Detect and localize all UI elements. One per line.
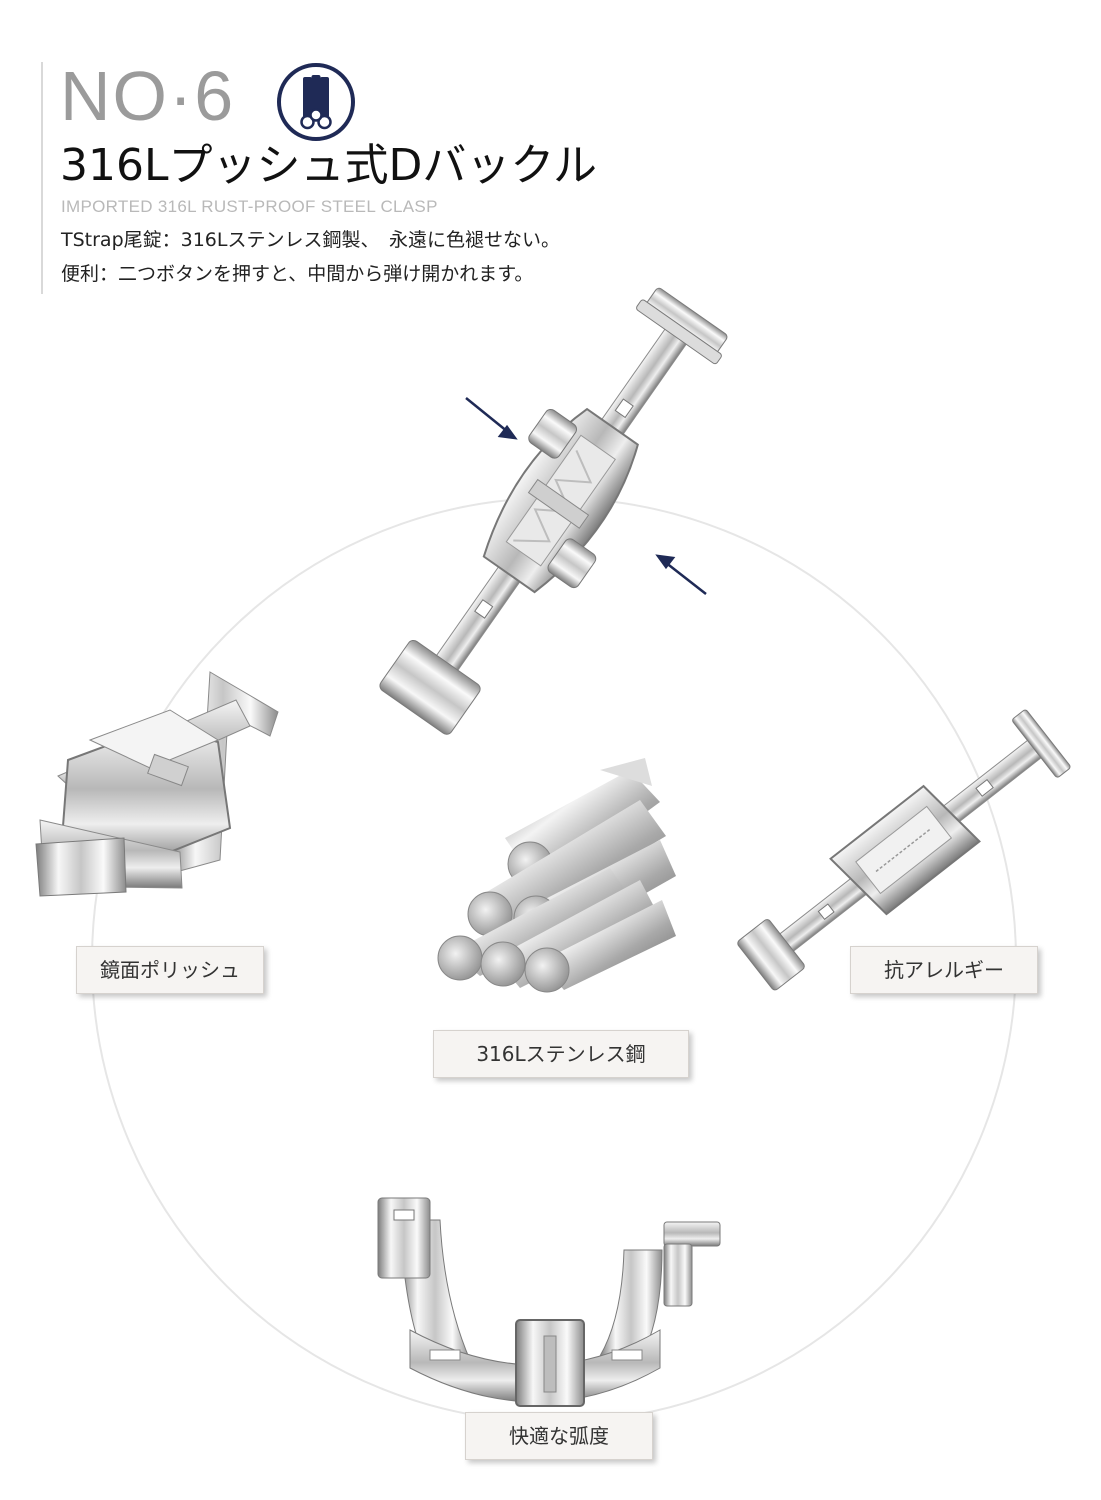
header-divider-line [41,62,43,294]
steel-rods [437,758,676,993]
press-arrow-icon [465,397,518,440]
press-arrow-icon [655,554,707,595]
steel-rods-icon [277,63,355,141]
label-hypoallergenic: 抗アレルギー [850,946,1038,994]
label-comfort-curve: 快適な弧度 [465,1412,653,1460]
section-number: NO·6 [60,57,236,135]
description-line-2: 便利：二つボタンを押すと、中間から弾け開かれます。 [61,263,534,285]
product-subtitle: IMPORTED 316L RUST-PROOF STEEL CLASP [61,197,438,216]
label-316l-steel: 316Lステンレス鋼 [433,1030,689,1078]
label-mirror-polish: 鏡面ポリッシュ [76,946,264,994]
product-title: 316Lプッシュ式Dバックル [60,140,598,191]
clasp-right [737,709,1071,991]
curved-clasp-bottom [377,1197,721,1407]
open-clasp-top [379,287,728,735]
description-line-1: TStrap尾錠：316Lステンレス鋼製、 永遠に色褪せない。 [61,229,560,251]
closed-clasp-left [35,671,279,897]
